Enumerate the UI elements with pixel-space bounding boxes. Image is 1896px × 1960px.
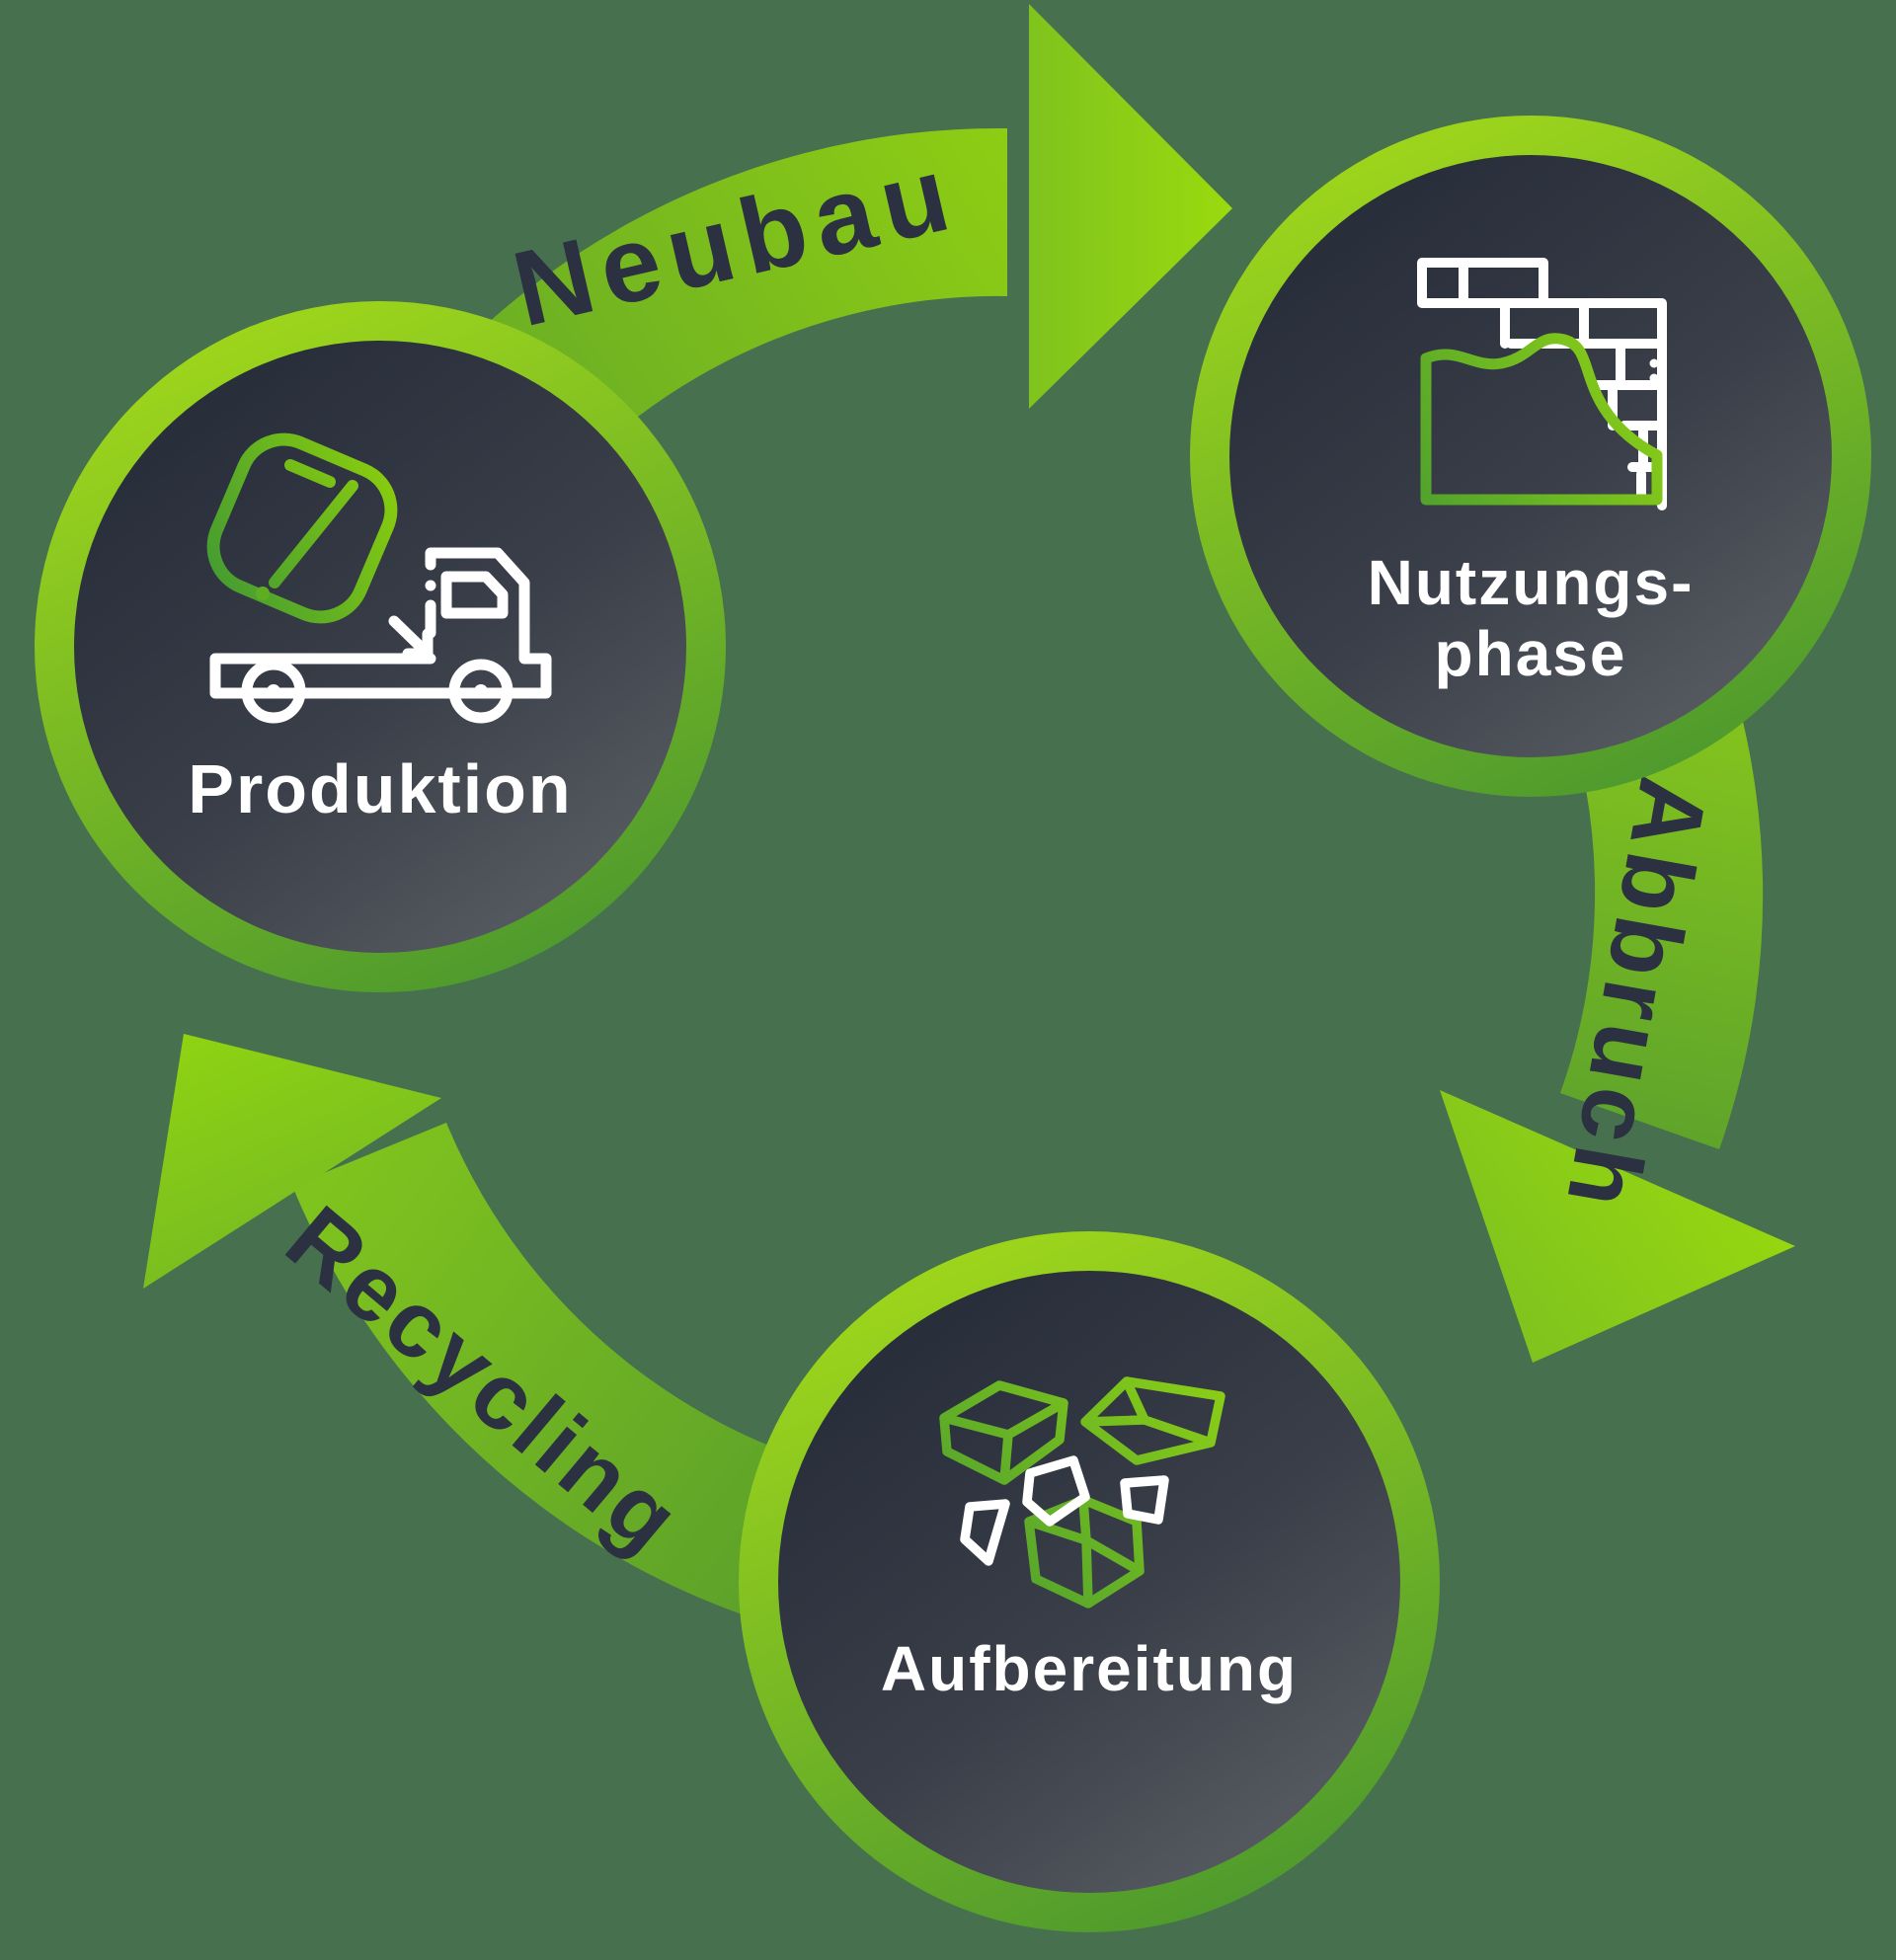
produktion-label: Produktion (188, 750, 572, 827)
neubau-arrowhead (1029, 4, 1232, 409)
abbruch-arrowhead (1440, 1090, 1795, 1363)
nutzungsphase-label-line1: Nutzungs- (1368, 547, 1695, 618)
nutzungsphase-label-line2: phase (1435, 618, 1627, 689)
node-produktion: Produktion (35, 301, 726, 992)
brick-wall-icon (1417, 258, 1667, 510)
concrete-mixer-truck-icon (206, 432, 552, 724)
recycling-arrowhead (143, 1034, 441, 1289)
produktion-circle-bg (74, 341, 686, 953)
aufbereitung-label: Aufbereitung (881, 1633, 1298, 1704)
node-aufbereitung: Aufbereitung (739, 1231, 1440, 1932)
rubble-icon (939, 1376, 1225, 1608)
node-nutzungsphase: Nutzungs- phase (1190, 116, 1871, 797)
nutzungsphase-circle-bg (1229, 155, 1832, 757)
